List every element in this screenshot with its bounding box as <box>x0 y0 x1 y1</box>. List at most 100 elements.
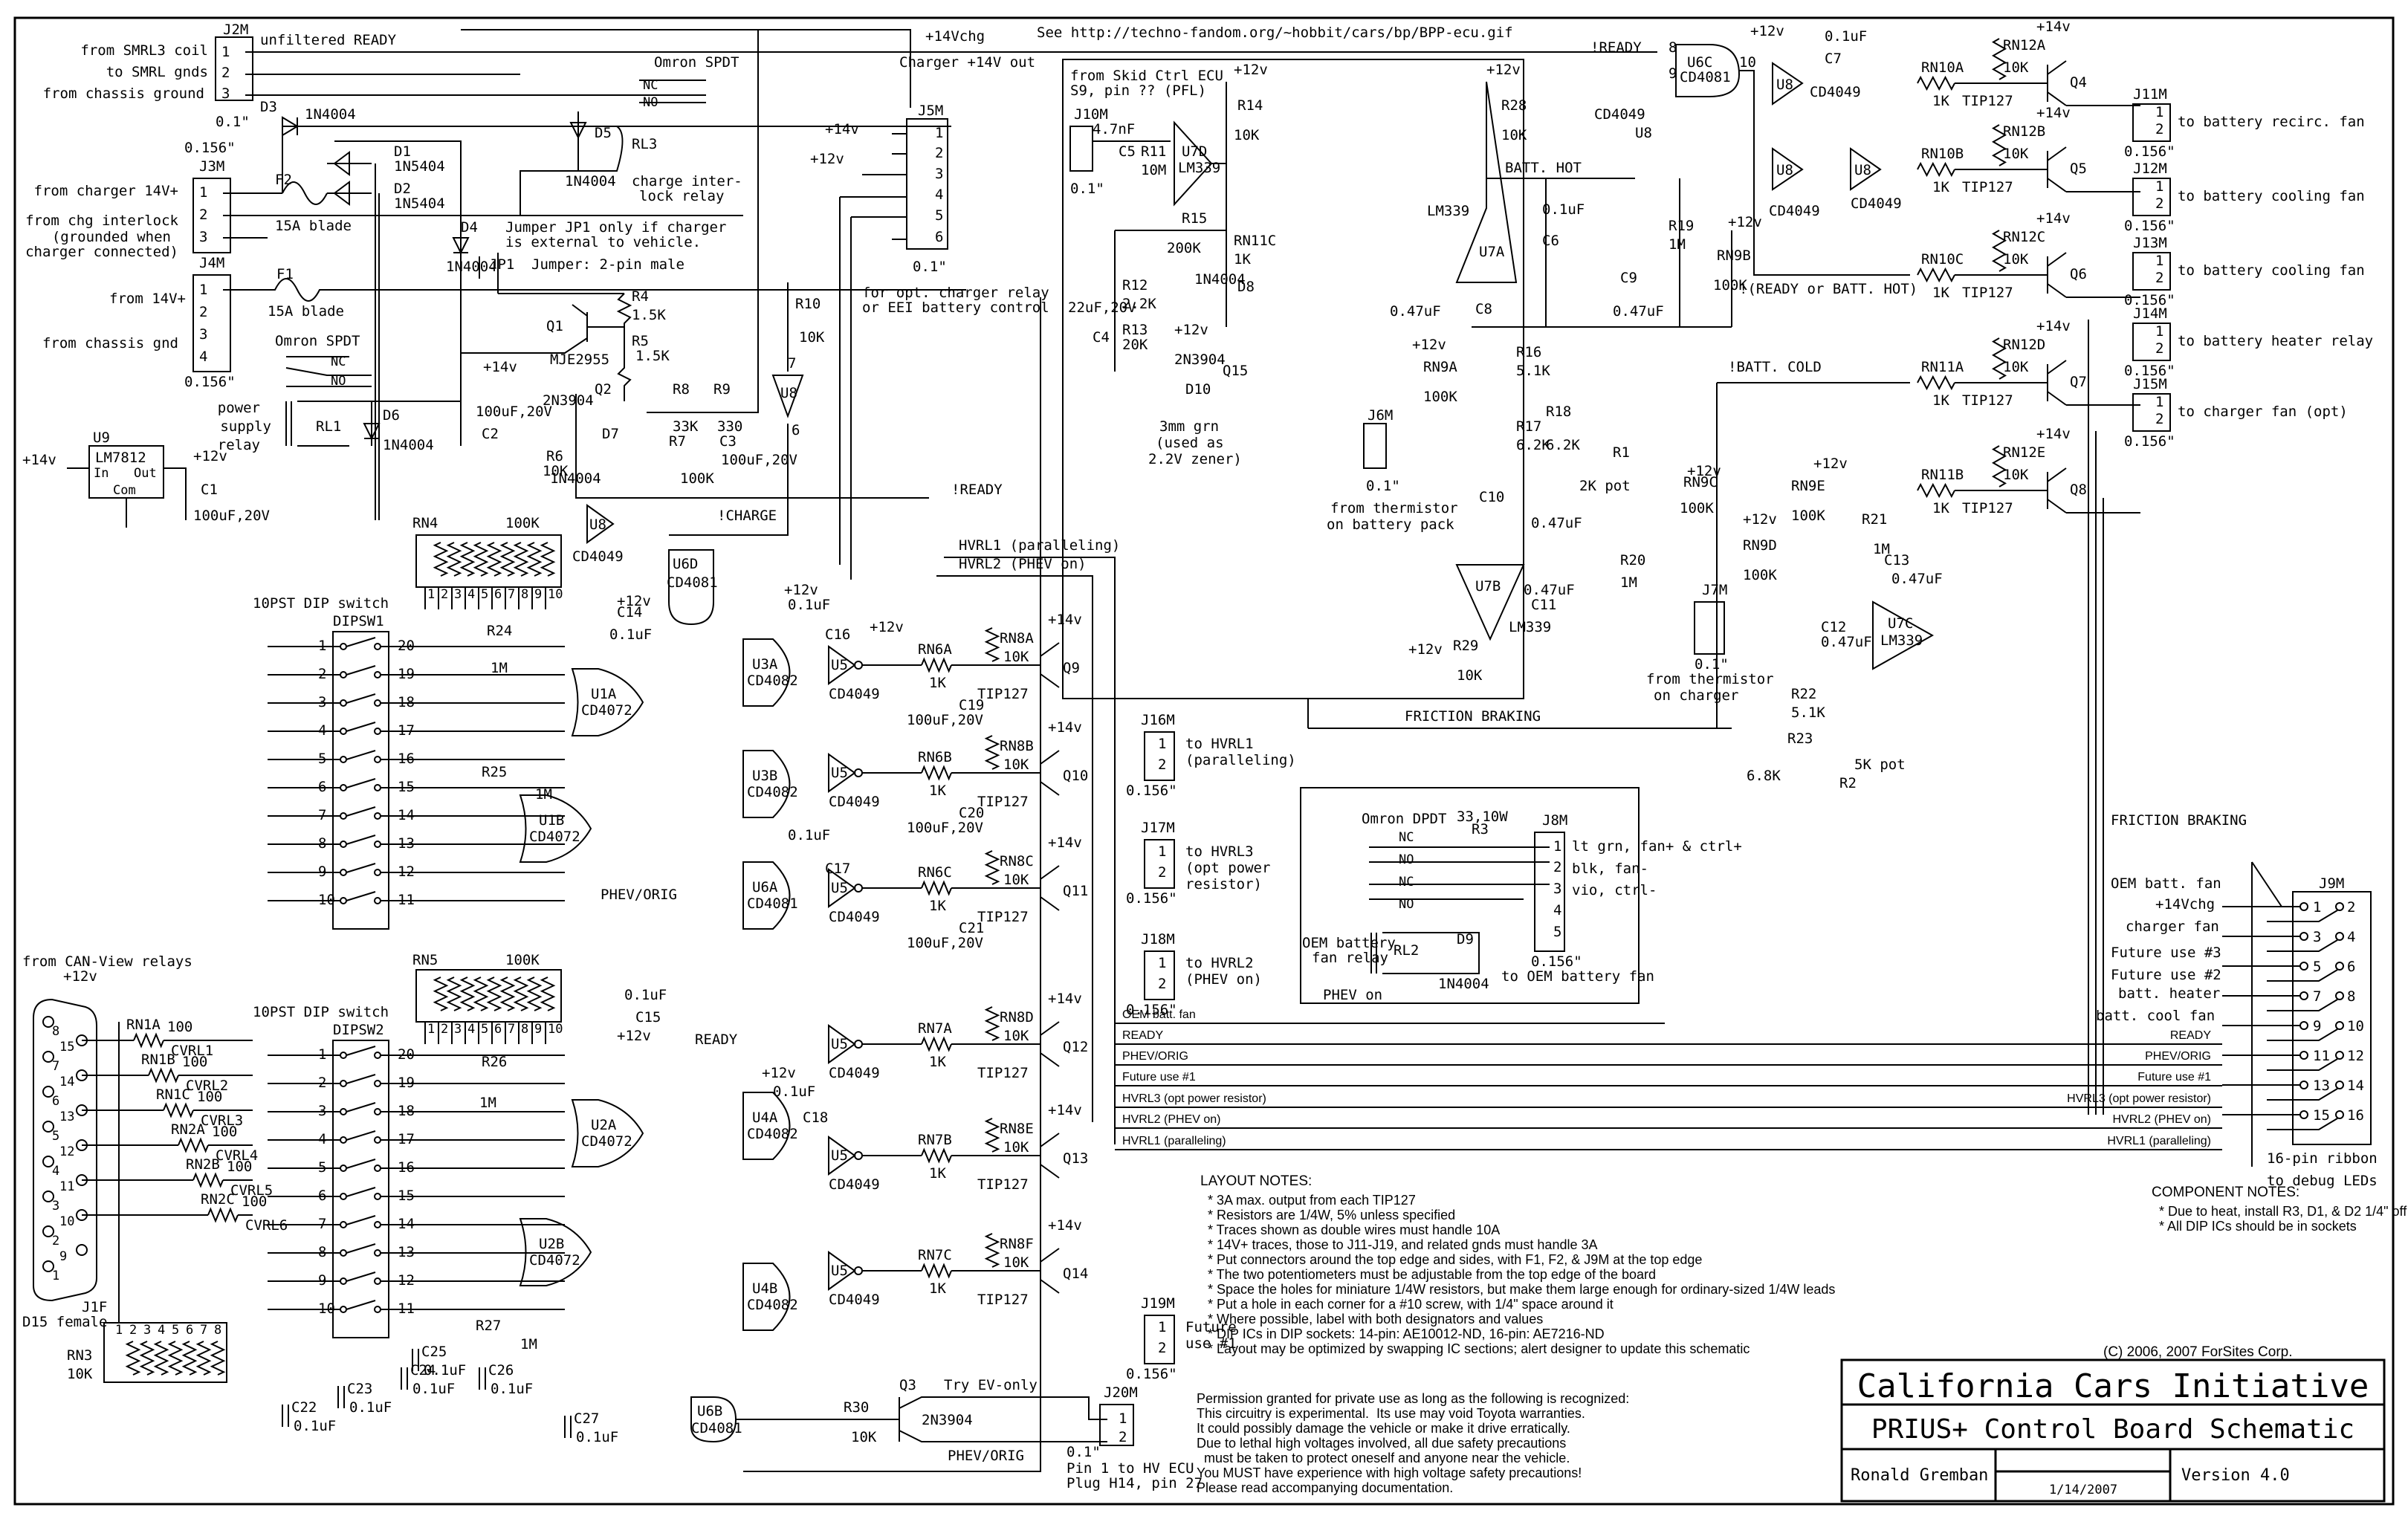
net-not-ready-top: !READY <box>1590 39 1642 56</box>
jp1-desc: Jumper: 2-pin male <box>531 256 684 273</box>
net-label: CVRL4 <box>216 1147 258 1164</box>
j3m-label: J3M <box>199 158 224 175</box>
d10-label: D10 <box>1185 381 1211 398</box>
r25-value: 1M <box>535 786 552 803</box>
c20-label: C20 <box>959 805 984 821</box>
gate-label: U4A <box>752 1110 778 1126</box>
u5-supply: +12v <box>870 619 904 635</box>
skid-source1: from Skid Ctrl ECU <box>1070 68 1223 84</box>
db15-pin-1: 1 <box>52 1269 59 1283</box>
c2-value: 100uF,20V <box>476 404 552 420</box>
c18-label: C18 <box>803 1110 828 1126</box>
base-resistor-value: 1K <box>929 898 946 914</box>
db15-pin-3: 3 <box>52 1199 59 1214</box>
resistor-value: 100 <box>227 1159 252 1175</box>
j7m-desc2: on charger <box>1654 687 1738 704</box>
transistor-label: Q13 <box>1063 1150 1088 1167</box>
j9m-pin: 5 <box>2313 959 2321 975</box>
net-label: CVRL3 <box>201 1112 243 1129</box>
note-line: It could possibly damage the vehicle or … <box>1197 1421 1570 1436</box>
c8-value: 0.47uF <box>1390 303 1441 320</box>
note-line: * Layout may be optimized by swapping IC… <box>1208 1341 1750 1356</box>
inverter-part: CD4049 <box>829 1292 880 1308</box>
resistor-label: RN1C <box>156 1086 190 1103</box>
cap-label: C27 <box>574 1410 599 1427</box>
rl1-no: NO <box>331 374 346 389</box>
j5m-pin3: 3 <box>935 166 943 182</box>
connector-pitch: 0.156" <box>1126 890 1177 907</box>
rl3-desc1: charge inter- <box>632 173 742 190</box>
j8m-desc: to OEM battery fan <box>1501 968 1654 985</box>
svg-text:1: 1 <box>199 184 207 201</box>
r19-label: R19 <box>1669 218 1694 234</box>
rl2-nc2: NC <box>1399 875 1414 890</box>
j5m-label: J5M <box>918 103 943 119</box>
c2-supply: +14v <box>483 359 517 375</box>
j9m-label-14vchg: +14Vchg <box>2155 896 2215 913</box>
u7c-part: LM339 <box>1880 632 1923 649</box>
u8-u6d: U8 CD4049 U6D CD4081 !CHARGE !READY HVRL… <box>572 482 1120 1144</box>
j9m-pin: 4 <box>2347 929 2355 945</box>
connector-desc: to battery cooling fan <box>2178 188 2365 204</box>
j5m-pin2-supply: +14v <box>825 121 859 137</box>
inverter-label: U5 <box>831 765 848 781</box>
rn9c-value: 100K <box>1680 500 1714 516</box>
rn-pin-3: 3 <box>454 1022 462 1037</box>
r16-value: 5.1K <box>1516 363 1550 379</box>
charger-out-label: Charger +14V out <box>899 54 1035 71</box>
rn9b-value: 100K <box>1713 277 1747 294</box>
u8a-label: U8 <box>1635 125 1652 141</box>
rn5-value: 100K <box>505 952 540 968</box>
f1-label: F1 <box>276 266 294 282</box>
u6b-label: U6B <box>697 1403 722 1419</box>
r19-value: 1M <box>1669 236 1686 253</box>
j3m-pin2-note: (grounded when <box>52 229 171 245</box>
j9m-label-future3: Future use #3 <box>2111 945 2221 961</box>
base-resistor-label: RN11B <box>1921 467 1964 483</box>
base-resistor-label: RN7C <box>918 1247 952 1263</box>
connector-desc: to battery recirc. fan <box>2178 114 2365 130</box>
svg-text:3: 3 <box>1553 881 1561 897</box>
c1-value: 100uF,20V <box>193 508 270 524</box>
bus-label-left: PHEV/ORIG <box>1122 1050 1188 1063</box>
supply-label: +14v <box>2036 19 2071 35</box>
r23-value: 6.8K <box>1747 768 1781 784</box>
j9m-pin: 16 <box>2347 1107 2364 1124</box>
rn-pin-6: 6 <box>494 587 502 602</box>
db15-pin-10: 10 <box>59 1214 74 1229</box>
j9m-ribbon1: 16-pin ribbon <box>2267 1150 2378 1167</box>
base-resistor-value: 1K <box>1932 179 1949 195</box>
connector-pitch: 0.156" <box>2124 433 2175 450</box>
j9m-pin: 15 <box>2313 1107 2330 1124</box>
c11-label: C11 <box>1531 597 1556 613</box>
bus-label-left: Future use #1 <box>1122 1071 1196 1083</box>
gate-label: U6A <box>752 879 778 895</box>
j3m-pin2-desc: from chg interlock <box>25 213 178 229</box>
r2-label: R2 <box>1839 775 1857 791</box>
connector-pitch: 0.156" <box>1126 1366 1177 1382</box>
rn9a-label: RN9A <box>1423 359 1457 375</box>
rn-pin-10: 10 <box>548 1022 563 1037</box>
db15-pin-4: 4 <box>52 1164 59 1179</box>
j5m-pin5: 5 <box>935 207 943 224</box>
gate-label: U2A <box>591 1117 617 1133</box>
note-line: must be taken to protect oneself and any… <box>1197 1451 1570 1465</box>
note-line: * All DIP ICs should be in sockets <box>2159 1219 2357 1234</box>
svg-text:4: 4 <box>199 349 207 365</box>
d3-label: D3 <box>260 99 277 115</box>
j9m-label: J9M <box>2319 875 2344 892</box>
inverter-part: CD4049 <box>829 1176 880 1193</box>
net-phev-on: PHEV on <box>1323 987 1382 1003</box>
pullup-label: RN8F <box>1000 1236 1034 1252</box>
d4-value: 1N4004 <box>446 259 497 275</box>
u8d-part: CD4049 <box>1851 195 1902 212</box>
